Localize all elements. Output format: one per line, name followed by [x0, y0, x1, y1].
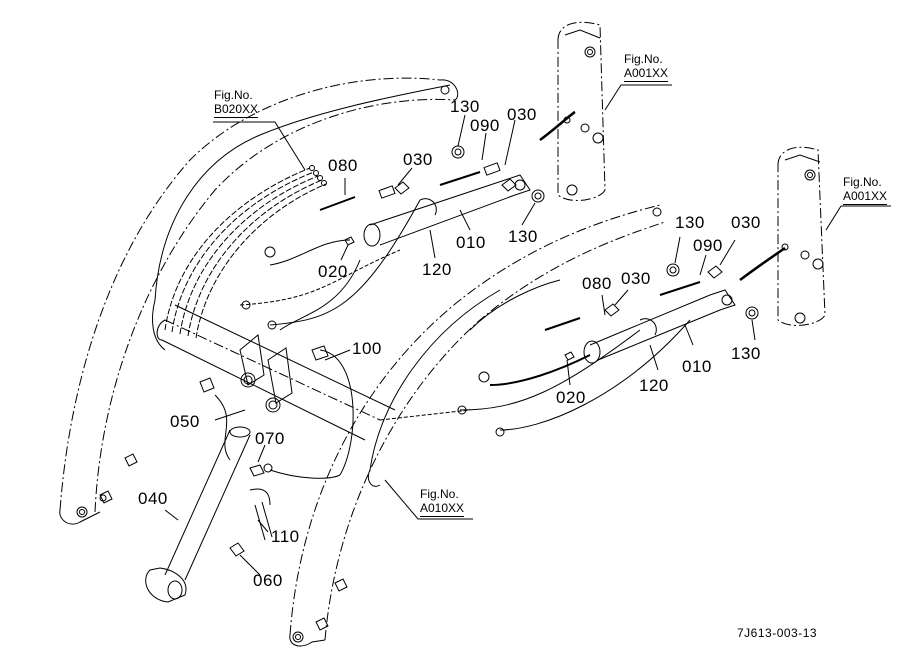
- figure-code: A001XX: [624, 66, 669, 82]
- figure-reference-a001xx-lower[interactable]: Fig.No. A001XX: [843, 175, 888, 205]
- callout-090[interactable]: 090: [470, 116, 500, 135]
- callout-130[interactable]: 130: [675, 213, 705, 232]
- lower-boom-cylinder: [544, 263, 759, 364]
- figure-reference-a010xx[interactable]: Fig.No. A010XX: [420, 487, 465, 517]
- bracket-lower: [777, 146, 826, 326]
- callout-080[interactable]: 080: [582, 274, 612, 293]
- callout-090[interactable]: 090: [693, 236, 723, 255]
- callout-030[interactable]: 030: [621, 269, 651, 288]
- bracket-upper: [557, 21, 606, 201]
- upper-boom-cylinder: [319, 145, 545, 247]
- figure-prefix: Fig.No.: [624, 52, 663, 66]
- hydraulic-hoses: [214, 110, 786, 506]
- figure-prefix: Fig.No.: [420, 487, 459, 501]
- callout-050[interactable]: 050: [170, 412, 200, 431]
- cross-tube: [156, 304, 396, 441]
- callout-080[interactable]: 080: [328, 156, 358, 175]
- figure-prefix: Fig.No.: [843, 175, 882, 189]
- bucket-cylinder: [145, 426, 273, 603]
- callout-040[interactable]: 040: [138, 489, 168, 508]
- figure-reference-b020xx[interactable]: Fig.No. B020XX: [214, 88, 259, 118]
- leader-lines: [164, 84, 891, 576]
- callout-110[interactable]: 110: [271, 527, 300, 546]
- figure-code: A001XX: [843, 189, 888, 205]
- callout-130[interactable]: 130: [508, 227, 538, 246]
- front-boom-arm: [289, 204, 666, 647]
- callout-020[interactable]: 020: [318, 262, 348, 281]
- callout-100[interactable]: 100: [352, 339, 382, 358]
- figure-code: B020XX: [214, 102, 259, 118]
- rear-boom-arm: [59, 77, 459, 525]
- callout-120[interactable]: 120: [639, 376, 669, 395]
- figure-prefix: Fig.No.: [214, 88, 253, 102]
- callout-070[interactable]: 070: [255, 429, 285, 448]
- figure-code: A010XX: [420, 501, 465, 517]
- callout-030[interactable]: 030: [731, 213, 761, 232]
- hose-fittings: [199, 300, 505, 473]
- callout-130[interactable]: 130: [731, 344, 761, 363]
- hose-ends-bundle: [309, 165, 327, 186]
- callout-130[interactable]: 130: [450, 97, 480, 116]
- document-id: 7J613-003-13: [737, 626, 818, 640]
- callout-030[interactable]: 030: [507, 105, 537, 124]
- callout-060[interactable]: 060: [253, 571, 283, 590]
- callout-030[interactable]: 030: [403, 150, 433, 169]
- figure-reference-a001xx-upper[interactable]: Fig.No. A001XX: [624, 52, 669, 82]
- callout-020[interactable]: 020: [556, 388, 586, 407]
- callout-010[interactable]: 010: [682, 357, 712, 376]
- callout-120[interactable]: 120: [422, 260, 452, 279]
- callout-010[interactable]: 010: [456, 233, 486, 252]
